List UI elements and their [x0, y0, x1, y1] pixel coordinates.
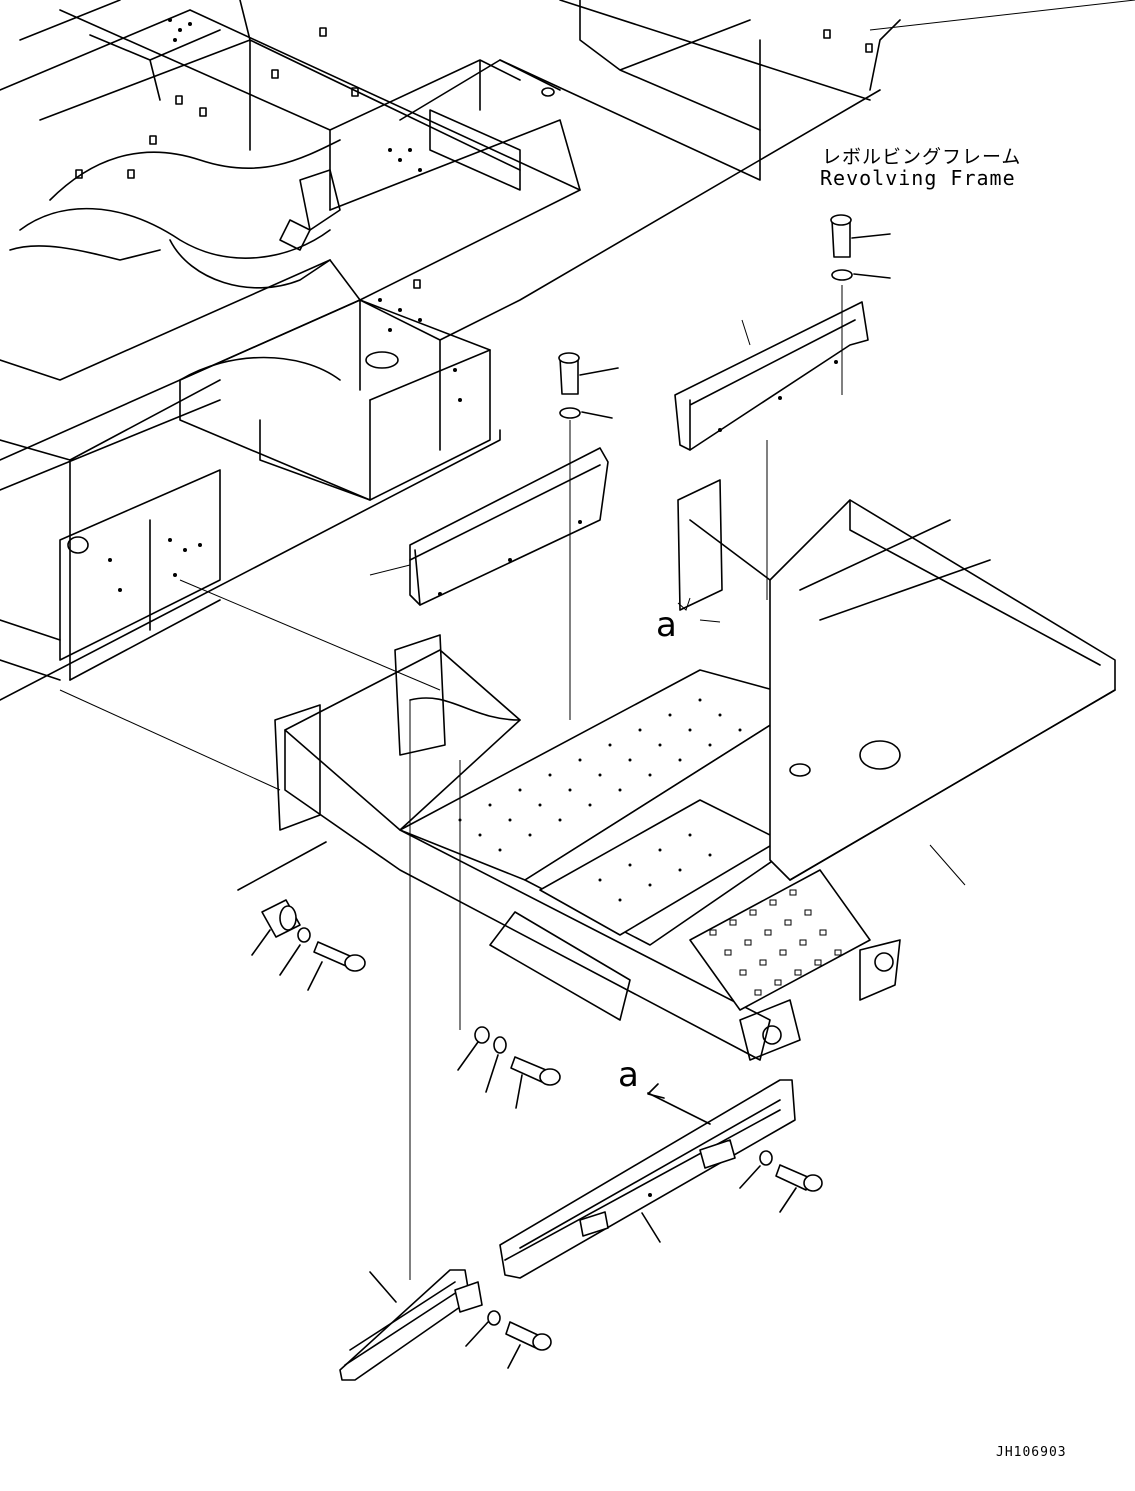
view-marker-a-upper: a	[656, 605, 677, 645]
right-bracket-plate	[674, 301, 869, 451]
revolving-frame	[0, 0, 901, 701]
left-bracket-plate	[409, 447, 609, 606]
fastener-set-middle	[457, 1026, 561, 1109]
lower-right-rail	[499, 1079, 823, 1279]
fastener-set-left	[237, 841, 366, 991]
bolt-upper-right	[830, 214, 891, 281]
part-name-japanese: レボルビングフレーム	[822, 146, 1022, 168]
part-name-english: Revolving Frame	[820, 166, 1016, 190]
view-marker-a-lower: a	[618, 1055, 639, 1095]
drawing-number: JH106903	[996, 1445, 1067, 1460]
main-frame-assembly	[274, 479, 1116, 1061]
perforation-pattern	[458, 698, 742, 902]
grille-pattern	[709, 889, 842, 996]
assembly-leader-lines	[59, 0, 1135, 1280]
bolt-upper-left	[558, 352, 619, 419]
frame-fasteners	[75, 18, 873, 592]
lower-left-rail	[339, 1269, 552, 1381]
